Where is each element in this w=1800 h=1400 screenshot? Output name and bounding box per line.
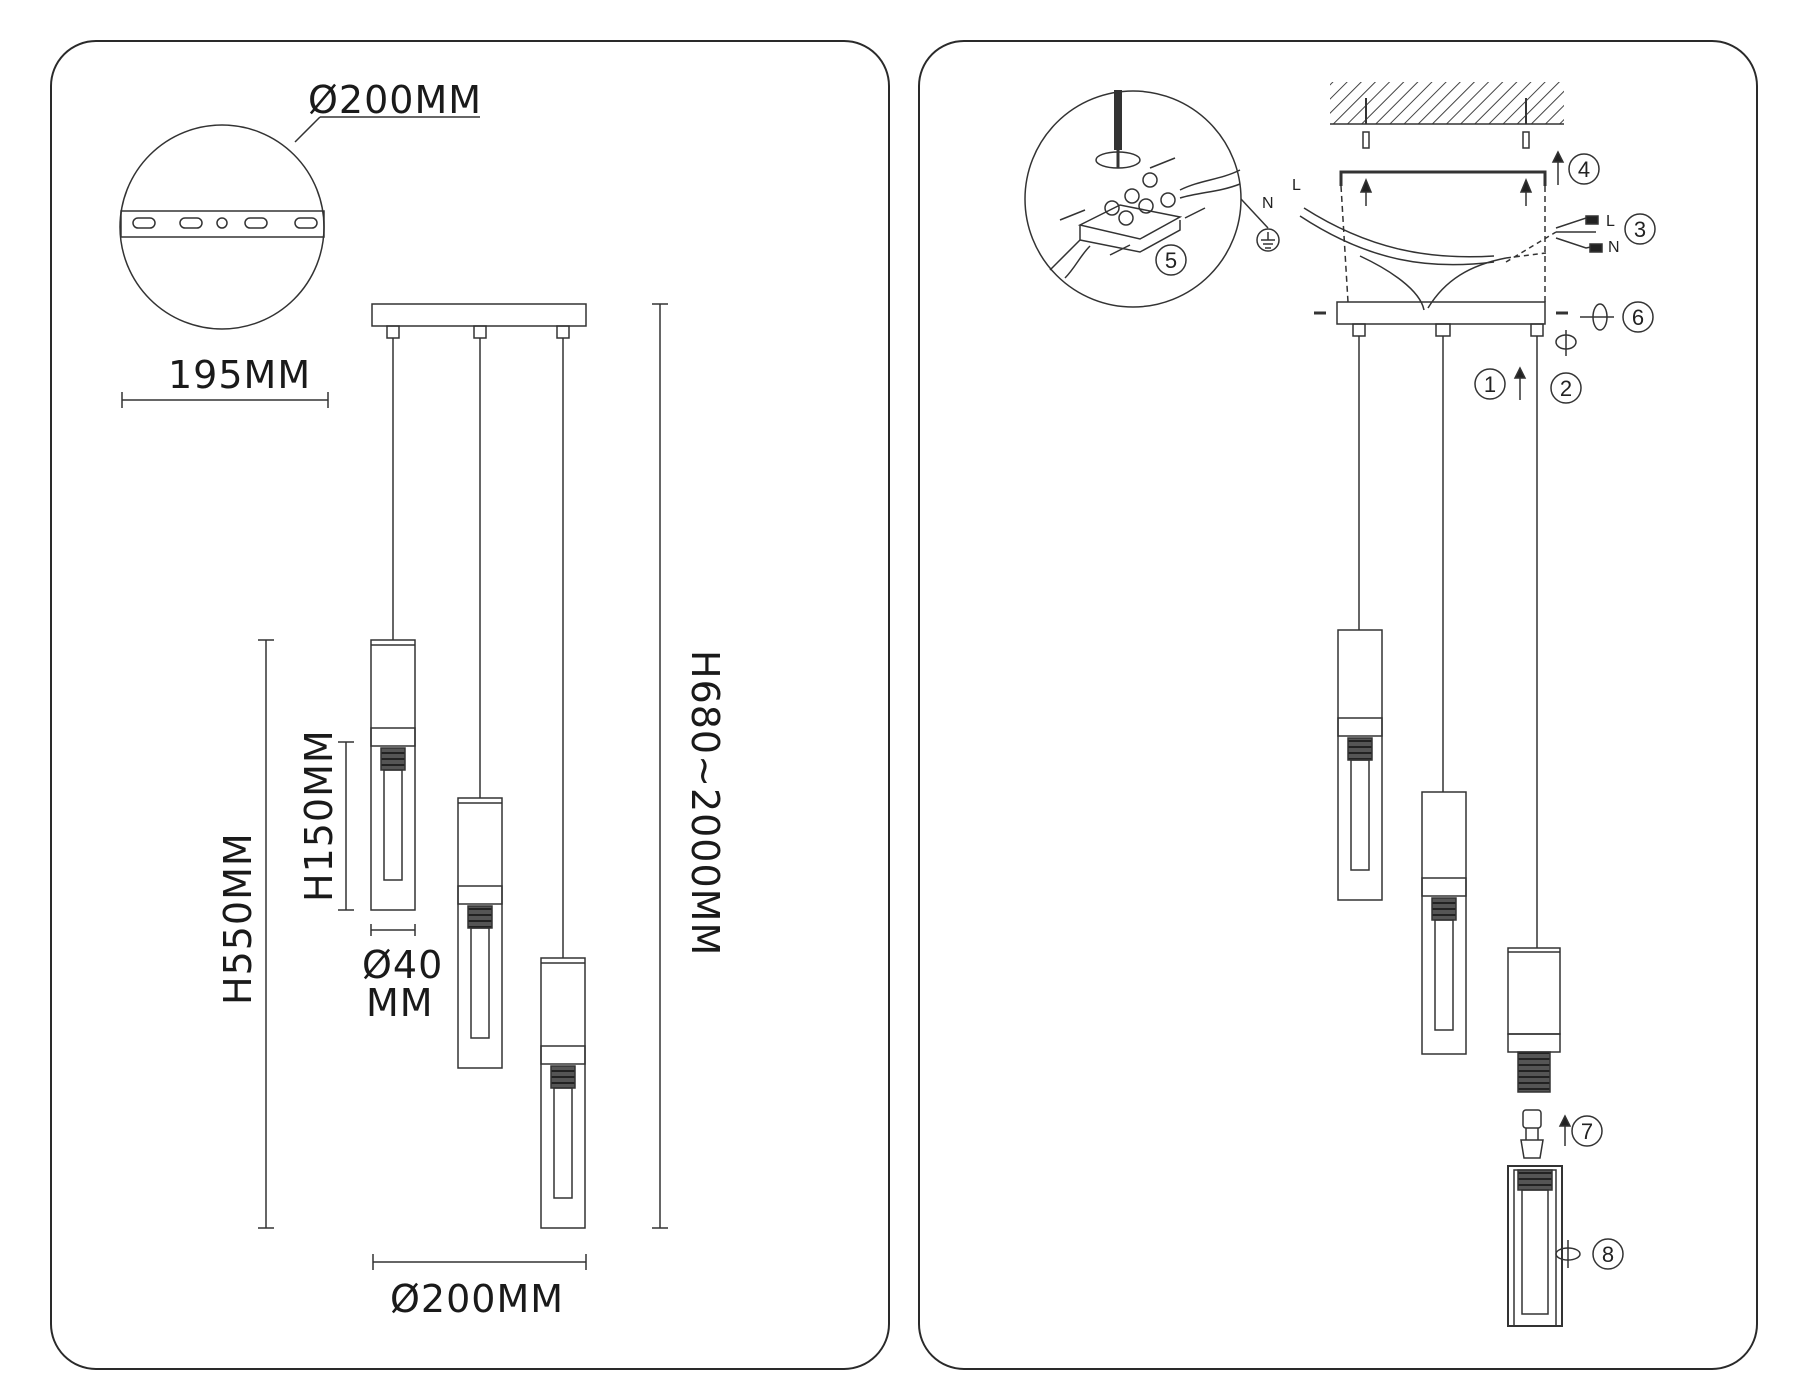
- step-1-circle: [1474, 368, 1506, 400]
- canopy-top-view: [119, 116, 480, 408]
- detail-n-label: N: [1608, 239, 1620, 256]
- shade-height-label: H550MM: [216, 832, 260, 1005]
- bracket-width-label: 195MM: [168, 353, 311, 397]
- pendant-shade-1: [370, 639, 416, 911]
- step-5-circle: [1155, 244, 1187, 276]
- step-2: 2: [1560, 376, 1572, 401]
- glass-height-label: H150MM: [297, 729, 341, 902]
- ceiling-hatch: [1330, 82, 1564, 125]
- terminal-block-detail: [1024, 90, 1280, 308]
- shade-diameter-label-1: Ø40: [362, 943, 443, 987]
- shade-diameter-label-2: MM: [366, 981, 434, 1025]
- step-4-circle: [1568, 153, 1600, 185]
- step-8-circle: [1592, 1238, 1624, 1270]
- step-3-circle: [1624, 213, 1656, 245]
- step-1: 1: [1484, 372, 1496, 397]
- pendant-elevation: [258, 303, 668, 1270]
- step-5: 5: [1165, 248, 1177, 273]
- step-6-circle: [1622, 301, 1654, 333]
- pendant-shade-2: [457, 797, 503, 1069]
- step-7: 7: [1581, 1119, 1593, 1144]
- total-height-label: H680~2000MM: [683, 650, 727, 956]
- step-3: 3: [1634, 217, 1646, 242]
- live-label: L: [1292, 177, 1301, 194]
- step-4: 4: [1578, 157, 1590, 182]
- mounting-assembly: [1299, 131, 1614, 1327]
- step-8: 8: [1602, 1242, 1614, 1267]
- dimensions-panel: [50, 40, 890, 1370]
- neutral-label: N: [1262, 195, 1274, 212]
- wire-connector-detail: [1555, 215, 1603, 253]
- pendant-shade-3: [540, 957, 586, 1229]
- step-2-circle: [1550, 372, 1582, 404]
- step-6: 6: [1632, 305, 1644, 330]
- detail-l-label: L: [1606, 213, 1615, 230]
- step-7-circle: [1571, 1115, 1603, 1147]
- cluster-diameter-label: Ø200MM: [390, 1277, 564, 1321]
- step-markers: [1155, 153, 1656, 1270]
- canopy-diameter-label: Ø200MM: [308, 78, 482, 122]
